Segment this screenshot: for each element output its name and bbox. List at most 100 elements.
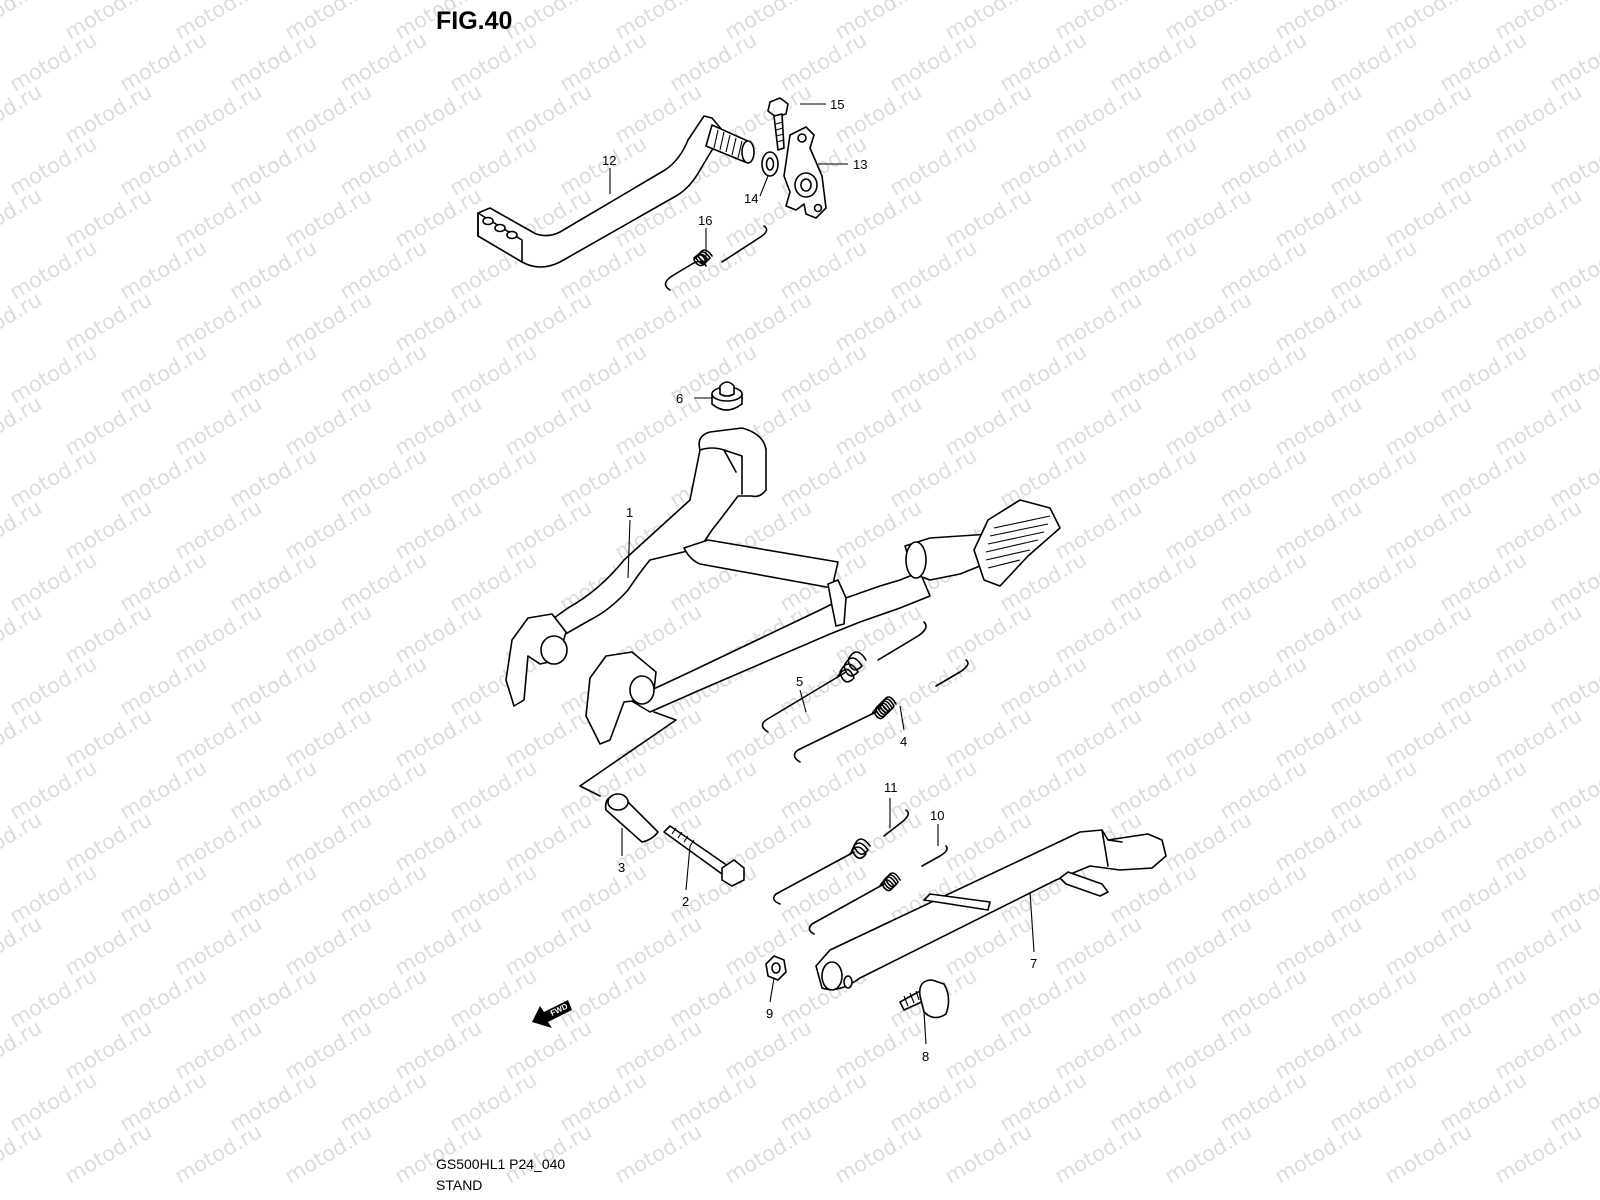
watermark-text: motod.ru [776, 1067, 871, 1136]
watermark-text: motod.ru [61, 287, 156, 356]
watermark-text: motod.ru [1216, 651, 1311, 720]
watermark-text: motod.ru [1161, 287, 1256, 356]
watermark-text: motod.ru [336, 963, 431, 1032]
watermark-text: motod.ru [391, 183, 486, 252]
watermark-text: motod.ru [1051, 599, 1146, 668]
watermark-text: motod.ru [721, 703, 816, 772]
watermark-text: motod.ru [831, 287, 926, 356]
watermark-text: motod.ru [1161, 495, 1256, 564]
callout-16: 16 [698, 213, 712, 228]
watermark-text: motod.ru [996, 27, 1091, 96]
watermark-text: motod.ru [1326, 235, 1421, 304]
watermark-text: motod.ru [831, 807, 926, 876]
watermark-text: motod.ru [941, 703, 1036, 772]
watermark-text: motod.ru [501, 287, 596, 356]
watermark-text: motod.ru [556, 859, 651, 928]
watermark-text: motod.ru [611, 911, 706, 980]
watermark-text: motod.ru [941, 183, 1036, 252]
watermark-text: motod.ru [1216, 547, 1311, 616]
watermark-text: motod.ru [1326, 755, 1421, 824]
watermark-text: motod.ru [1271, 911, 1366, 980]
watermark-text: motod.ru [1271, 495, 1366, 564]
watermark-text: motod.ru [281, 183, 376, 252]
watermark-text: motod.ru [1106, 963, 1201, 1032]
watermark-text: motod.ru [501, 79, 596, 148]
watermark-text: motod.ru [446, 131, 541, 200]
watermark-text: motod.ru [171, 287, 266, 356]
watermark-text: motod.ru [996, 235, 1091, 304]
watermark-text: motod.ru [886, 235, 981, 304]
callout-3: 3 [618, 860, 625, 875]
watermark-text: motod.ru [116, 27, 211, 96]
watermark-text: motod.ru [61, 911, 156, 980]
watermark-text: motod.ru [0, 287, 46, 356]
watermark-text: motod.ru [391, 1015, 486, 1084]
watermark-text: motod.ru [611, 287, 706, 356]
watermark-text: motod.ru [1436, 859, 1531, 928]
spring-5-part [761, 621, 927, 733]
spring-10-part [808, 845, 948, 935]
watermark-text: motod.ru [446, 339, 541, 408]
watermark-text: motod.ru [0, 1119, 46, 1188]
watermark-text: motod.ru [886, 443, 981, 512]
callout-10: 10 [930, 808, 944, 823]
watermark-text: motod.ru [116, 443, 211, 512]
watermark-text: motod.ru [336, 651, 431, 720]
figure-title: FIG.40 [436, 7, 512, 35]
watermark-text: motod.ru [446, 443, 541, 512]
watermark-text: motod.ru [1051, 79, 1146, 148]
watermark-text: motod.ru [556, 27, 651, 96]
watermark-text: motod.ru [721, 1119, 816, 1188]
watermark-text: motod.ru [281, 599, 376, 668]
watermark-text: motod.ru [61, 807, 156, 876]
watermark-text: motod.ru [6, 339, 101, 408]
watermark-text: motod.ru [281, 495, 376, 564]
watermark-text: motod.ru [1216, 859, 1311, 928]
watermark-text: motod.ru [336, 27, 431, 96]
watermark-text: motod.ru [1381, 183, 1476, 252]
watermark-text: motod.ru [446, 1067, 541, 1136]
side-stand-part [815, 829, 1167, 991]
watermark-text: motod.ru [556, 443, 651, 512]
watermark-text: motod.ru [1381, 599, 1476, 668]
watermark-text: motod.ru [116, 755, 211, 824]
watermark-text: motod.ru [941, 79, 1036, 148]
watermark-text: motod.ru [886, 27, 981, 96]
watermark-text: motod.ru [1381, 79, 1476, 148]
watermark-text: motod.ru [1216, 235, 1311, 304]
leader-lines [609, 103, 1035, 1045]
watermark-text: motod.ru [1106, 443, 1201, 512]
watermark-text: motod.ru [0, 0, 46, 44]
watermark-text: motod.ru [391, 287, 486, 356]
watermark-text: motod.ru [1381, 703, 1476, 772]
callout-6: 6 [676, 391, 683, 406]
watermark-text: motod.ru [6, 443, 101, 512]
watermark-text: motod.ru [6, 755, 101, 824]
watermark-text: motod.ru [1161, 807, 1256, 876]
watermark-text: motod.ru [1491, 703, 1586, 772]
watermark-text: motod.ru [941, 599, 1036, 668]
callout-1: 1 [626, 505, 633, 520]
watermark-text: motod.ru [1051, 183, 1146, 252]
watermark-text: motod.ru [1216, 443, 1311, 512]
watermark-text: motod.ru [1491, 183, 1586, 252]
watermark-text: motod.ru [61, 183, 156, 252]
brake-pedal-part [477, 115, 755, 268]
section-title: STAND [436, 1177, 482, 1193]
watermark-text: motod.ru [1271, 391, 1366, 460]
watermark-text: motod.ru [171, 1119, 266, 1188]
watermark-text: motod.ru [886, 1067, 981, 1136]
watermark-text: motod.ru [116, 1067, 211, 1136]
watermark-text: motod.ru [1326, 339, 1421, 408]
watermark-text: motod.ru [1161, 79, 1256, 148]
watermark-text: motod.ru [996, 1067, 1091, 1136]
watermark-text: motod.ru [61, 1119, 156, 1188]
center-stand-part [505, 427, 1061, 797]
watermark-text: motod.ru [941, 287, 1036, 356]
callout-4: 4 [900, 734, 907, 749]
watermark-text: motod.ru [501, 703, 596, 772]
watermark-text: motod.ru [0, 495, 46, 564]
watermark-text: motod.ru [1271, 287, 1366, 356]
watermark-text: motod.ru [1326, 651, 1421, 720]
watermark-text: motod.ru [886, 131, 981, 200]
